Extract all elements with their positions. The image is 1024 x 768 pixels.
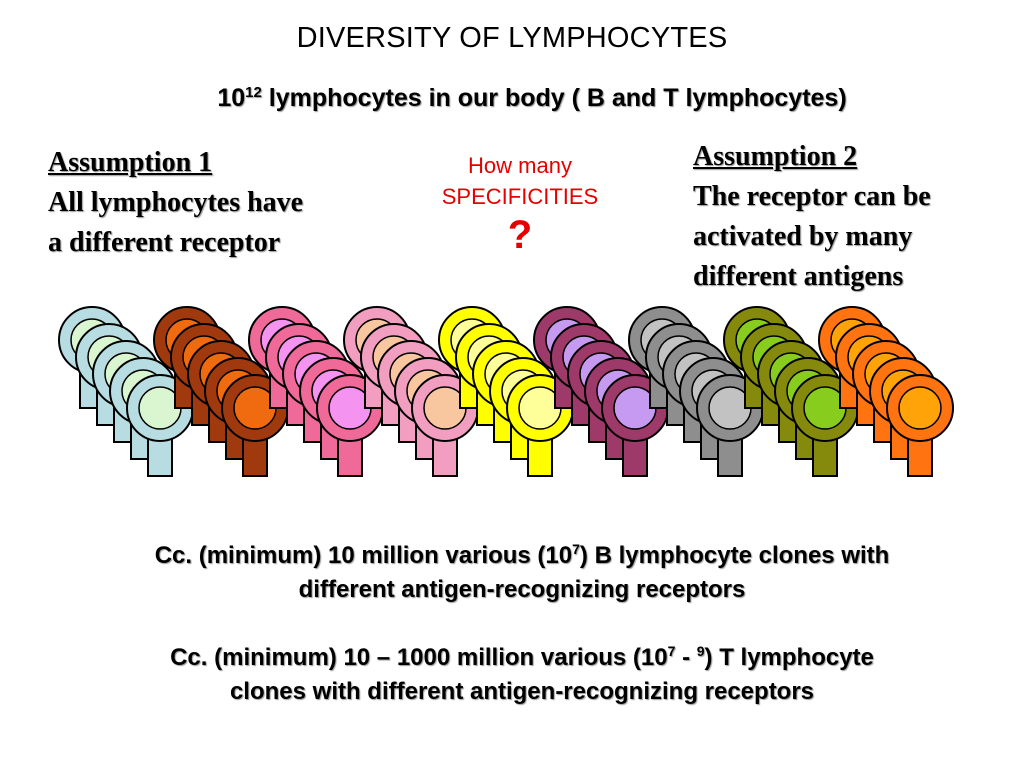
subtitle-exponent: 12 <box>245 84 262 101</box>
subtitle: 1012 lymphocytes in our body ( B and T l… <box>0 84 1024 113</box>
assumption-2-line-1: The receptor can be <box>693 181 931 212</box>
b-statement-exponent: 7 <box>572 541 580 557</box>
assumption-1-heading: Assumption 1 <box>48 147 213 178</box>
lymphocyte-cell <box>886 374 954 477</box>
t-lymphocyte-statement: Cc. (minimum) 10 – 1000 million various … <box>40 634 1004 709</box>
clone-group <box>818 306 954 477</box>
lymphocyte-cell <box>221 374 289 477</box>
cell-nucleus <box>898 386 942 430</box>
question-line-1: How many <box>468 153 572 178</box>
subtitle-base: 10 <box>217 84 246 112</box>
t-statement-line-2: clones with different antigen-recognizin… <box>229 678 815 705</box>
clone-group <box>438 306 574 477</box>
question-line-2: SPECIFICITIES <box>441 184 599 209</box>
assumption-2-heading: Assumption 2 <box>693 141 858 172</box>
b-statement-text-2: ) B lymphocyte clones with <box>579 542 890 569</box>
clone-group <box>58 306 194 477</box>
t-statement-text-1: Cc. (minimum) 10 – 1000 million various … <box>170 644 668 671</box>
specificities-question: How many SPECIFICITIES ? <box>400 150 640 258</box>
clone-group <box>153 306 289 477</box>
clone-group <box>533 306 669 477</box>
t-statement-text-3: ) T lymphocyte <box>704 644 874 671</box>
t-statement-text-2: - <box>675 644 697 671</box>
t-statement-exponent-2: 9 <box>696 643 705 659</box>
assumption-2-line-2: activated by many <box>693 221 913 252</box>
assumption-2-line-3: different antigens <box>693 261 904 292</box>
b-statement-text-1: Cc. (minimum) 10 million various (10 <box>154 542 573 569</box>
assumption-1: Assumption 1 All lymphocytes have a diff… <box>48 143 378 263</box>
assumption-1-line-2: a different receptor <box>48 227 281 258</box>
subtitle-text: lymphocytes in our body ( B and T lympho… <box>261 84 847 112</box>
lymphocyte-cell <box>696 374 764 477</box>
b-lymphocyte-statement: Cc. (minimum) 10 million various (107) B… <box>40 532 1004 607</box>
clone-group <box>248 306 384 477</box>
b-statement-line-2: different antigen-recognizing receptors <box>298 576 746 603</box>
t-statement-exponent-1: 7 <box>667 643 676 659</box>
clone-group <box>628 306 764 477</box>
page-title: DIVERSITY OF LYMPHOCYTES <box>296 22 728 54</box>
lymphocyte-cell <box>506 374 574 477</box>
assumption-2: Assumption 2 The receptor can be activat… <box>693 137 1003 297</box>
question-mark: ? <box>507 213 533 257</box>
assumption-1-line-1: All lymphocytes have <box>48 187 304 218</box>
